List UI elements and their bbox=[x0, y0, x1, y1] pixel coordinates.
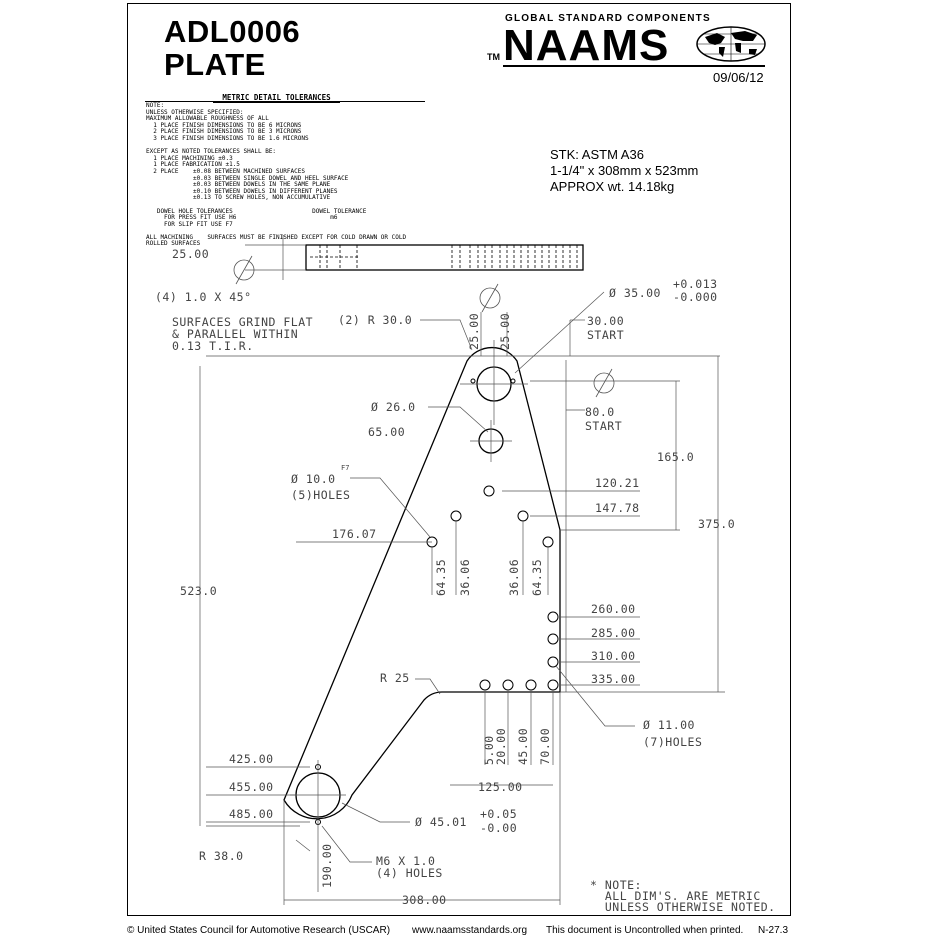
side-view-outline bbox=[305, 244, 584, 271]
dim-147: 147.78 bbox=[595, 501, 640, 515]
tolerance-header: METRIC DETAIL TOLERANCES bbox=[213, 93, 340, 103]
dim-grind-note: SURFACES GRIND FLAT & PARALLEL WITHIN 0.… bbox=[172, 315, 314, 353]
dim-335: 335.00 bbox=[591, 672, 636, 686]
dim-v25-b: 25.00 bbox=[498, 312, 512, 350]
dim-v2000: 20.00 bbox=[494, 727, 508, 765]
hole-11-e bbox=[502, 679, 514, 691]
dim-dia10: Ø 10.0 bbox=[291, 472, 336, 486]
hole-11-d bbox=[479, 679, 491, 691]
hole-11-a bbox=[547, 611, 559, 623]
hole-10-e bbox=[542, 536, 554, 548]
dim-v25-a: 25.00 bbox=[467, 312, 481, 350]
dim-v7000: 70.00 bbox=[538, 727, 552, 765]
dim-176: 176.07 bbox=[332, 527, 377, 541]
dim-dia45: Ø 45.01 bbox=[415, 815, 467, 829]
footer-page: N-27.3 bbox=[758, 925, 789, 936]
dim-425: 425.00 bbox=[229, 752, 274, 766]
dim-v4500: 45.00 bbox=[516, 727, 530, 765]
dim-r38: R 38.0 bbox=[199, 849, 244, 863]
dim-485: 485.00 bbox=[229, 807, 274, 821]
dim-165: 165.0 bbox=[657, 450, 695, 464]
dim-v190: 190.00 bbox=[320, 843, 334, 888]
dim-dia26: Ø 26.0 bbox=[371, 400, 416, 414]
dim-125: 125.00 bbox=[478, 780, 523, 794]
hole-11-b bbox=[547, 633, 559, 645]
dim-holes7: (7)HOLES bbox=[643, 735, 703, 749]
note-all-metric: * NOTE: ALL DIM'S. ARE METRIC UNLESS OTH… bbox=[590, 878, 776, 914]
dim-v3606-b: 36.06 bbox=[507, 558, 521, 596]
dim-310: 310.00 bbox=[591, 649, 636, 663]
dim-308: 308.00 bbox=[402, 893, 447, 907]
dim-m6: M6 X 1.0 (4) HOLES bbox=[376, 854, 443, 880]
dim-375: 375.0 bbox=[698, 517, 736, 531]
dim-455: 455.00 bbox=[229, 780, 274, 794]
tolerance-rule bbox=[145, 101, 425, 102]
brand-tagline: GLOBAL STANDARD COMPONENTS bbox=[505, 13, 711, 24]
hole-10-a bbox=[483, 485, 495, 497]
dim-260: 260.00 bbox=[591, 602, 636, 616]
globe-icon bbox=[695, 25, 767, 63]
logo-rule bbox=[503, 65, 765, 67]
dim-holes5: (5)HOLES bbox=[291, 488, 351, 502]
dim-523: 523.0 bbox=[180, 584, 218, 598]
tolerance-notes: NOTE: UNLESS OTHERWISE SPECIFIED: MAXIMU… bbox=[146, 102, 407, 248]
footer-copyright: © United States Council for Automotive R… bbox=[127, 925, 391, 936]
hole-10-c bbox=[517, 510, 529, 522]
dim-chamfer: (4) 1.0 X 45° bbox=[155, 290, 252, 304]
dim-v6435-b: 64.35 bbox=[530, 558, 544, 596]
hole-10-b bbox=[450, 510, 462, 522]
stock-material: STK: ASTM A36 bbox=[550, 147, 644, 162]
drawing-sheet bbox=[127, 3, 791, 916]
dim-r30: (2) R 30.0 bbox=[338, 313, 413, 327]
plate-outline bbox=[283, 347, 561, 820]
stock-size: 1-1/4" x 308mm x 523mm bbox=[550, 163, 699, 178]
naams-logo: NAAMS bbox=[503, 21, 670, 70]
hole-11-f bbox=[525, 679, 537, 691]
revision-date: 09/06/12 bbox=[713, 70, 764, 85]
footer-url[interactable]: www.naamsstandards.org bbox=[412, 925, 528, 936]
hole-11-c bbox=[547, 656, 559, 668]
dim-r25: R 25 bbox=[380, 671, 410, 685]
dim-start30: 30.00 START bbox=[587, 314, 625, 342]
dim-120: 120.21 bbox=[595, 476, 640, 490]
trademark: TM bbox=[487, 52, 500, 62]
dim-65: 65.00 bbox=[368, 425, 406, 439]
stock-weight: APPROX wt. 14.18kg bbox=[550, 179, 675, 194]
dim-thickness: 25.00 bbox=[172, 247, 210, 261]
dim-dia45-tol: +0.05 -0.00 bbox=[480, 807, 518, 835]
dim-v6435-a: 64.35 bbox=[434, 558, 448, 596]
dim-dia35: Ø 35.00 bbox=[609, 286, 661, 300]
dim-dia35-tol: +0.013 -0.000 bbox=[673, 277, 718, 304]
dim-v3606-a: 36.06 bbox=[458, 558, 472, 596]
part-name: PLATE bbox=[164, 47, 266, 82]
footer-uncontrolled: This document is Uncontrolled when print… bbox=[546, 925, 744, 936]
dim-f7: F7 bbox=[341, 464, 350, 472]
hole-11-g bbox=[547, 679, 559, 691]
part-number: ADL0006 bbox=[164, 14, 301, 49]
dim-start80: 80.0 START bbox=[585, 405, 623, 433]
dim-dia11: Ø 11.00 bbox=[643, 718, 695, 732]
dim-285: 285.00 bbox=[591, 626, 636, 640]
